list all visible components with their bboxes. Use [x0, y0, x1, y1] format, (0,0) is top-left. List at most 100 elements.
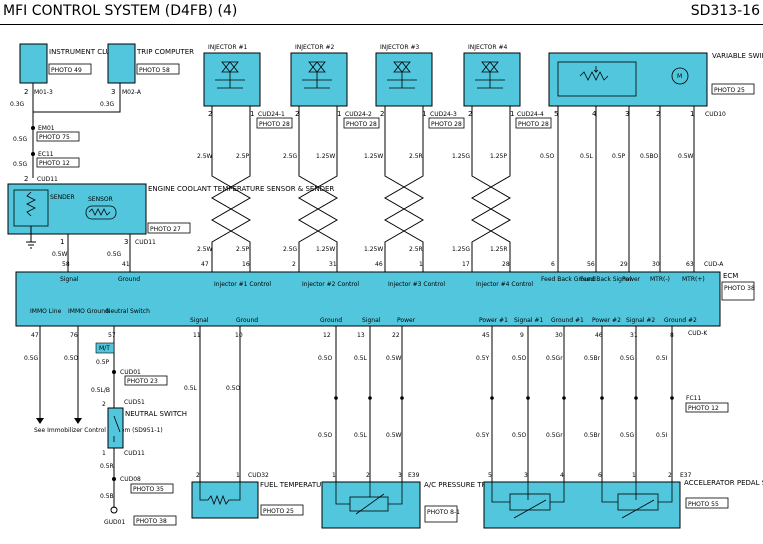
svg-text:1.25W: 1.25W [316, 246, 335, 253]
svg-text:2: 2 [292, 261, 296, 268]
trip-computer-photo-box [136, 63, 180, 75]
swirl-conn: CUD10 [705, 111, 726, 118]
svg-text:6: 6 [551, 261, 555, 268]
svg-text:1.25G: 1.25G [452, 153, 470, 160]
trip-wire [33, 83, 121, 113]
swirl-wires [557, 106, 695, 272]
svg-text:1.25R: 1.25R [490, 246, 508, 253]
ect-conn-bot: CUD11 [135, 239, 156, 246]
fuel-temp-label: FUEL TEMPERATURE SENSOR [260, 481, 362, 489]
instrument-cluster-label: INSTRUMENT CLUSTER [49, 48, 129, 56]
svg-text:1.25W: 1.25W [364, 246, 383, 253]
svg-text:PHOTO 28: PHOTO 28 [431, 121, 462, 128]
swirl-motor-glyph: M [677, 73, 682, 80]
cud01-photo-box [124, 375, 168, 386]
em01-name: EM01 [38, 125, 55, 132]
ecm-top-labels: Signal Ground Injector #1 Control Inject… [60, 276, 705, 288]
wire-ac-0-a: 0.5O [318, 355, 333, 362]
svg-text:Feed Back Signal: Feed Back Signal [580, 276, 631, 283]
svg-text:47: 47 [31, 332, 39, 339]
svg-text:CUD24-4: CUD24-4 [517, 111, 544, 118]
accel-internal-leads [491, 482, 673, 494]
wire-swirl-1: 0.5L [580, 153, 594, 160]
svg-text:1: 1 [419, 261, 423, 268]
svg-text:Power: Power [622, 276, 641, 283]
svg-text:PHOTO 28: PHOTO 28 [346, 121, 377, 128]
ecm-bottom-pins: 47 76 57 11 10 12 13 22 45 9 30 46 31 8 [31, 332, 674, 339]
ect-pin-r: 3 [124, 238, 128, 246]
svg-text:17: 17 [462, 261, 470, 268]
ec11-junction [31, 152, 35, 156]
svg-text:2.5W: 2.5W [197, 246, 213, 253]
wire-neutral-3: 0.5B [100, 493, 114, 500]
wire-cluster-3: 0.5G [13, 136, 28, 143]
wire-swirl-0: 0.5O [540, 153, 555, 160]
svg-text:MTR(+): MTR(+) [682, 276, 705, 283]
svg-text:1: 1 [510, 110, 514, 118]
swirl-motor-icon [671, 67, 689, 85]
cud08-junction [112, 477, 116, 481]
svg-text:2.5P: 2.5P [236, 153, 250, 160]
wire-swirl-3: 0.5BO [640, 153, 659, 160]
svg-text:2.5W: 2.5W [197, 153, 213, 160]
ac-wires [335, 326, 403, 482]
injector-wires [211, 106, 511, 272]
svg-text:Ground #2: Ground #2 [664, 317, 697, 324]
wire-accel-3-b: 0.5Br [584, 432, 601, 439]
svg-text:Injector #4 Control: Injector #4 Control [476, 281, 533, 288]
svg-text:31: 31 [630, 332, 638, 339]
ecm-conn-top: CUD-A [704, 261, 724, 268]
svg-text:57: 57 [108, 332, 116, 339]
immo-wires [39, 326, 79, 418]
sensor-thermistor-frame [85, 205, 117, 220]
svg-text:30: 30 [555, 332, 563, 339]
svg-text:CUD24-1: CUD24-1 [258, 111, 285, 118]
svg-text:41: 41 [122, 261, 130, 268]
trip-computer-pin: 3 [111, 88, 115, 96]
ect-photo-box [147, 222, 191, 234]
trip-computer-conn: M02-A [122, 89, 142, 96]
svg-text:Injector #3 Control: Injector #3 Control [388, 281, 445, 288]
ground-gud01-icon [110, 506, 118, 514]
wire-ac-0-b: 0.5O [318, 432, 333, 439]
wire-accel-2-a: 0.5Gr [546, 355, 563, 362]
accel-pin-3: 6 [598, 472, 602, 479]
injector-wire-labels-bottom: 2.5W 2.5P 2.5G 1.25W 1.25W 2.5R 1.25G 1.… [197, 246, 508, 253]
ac-conn: E39 [408, 472, 420, 479]
wire-ac-1-b: 0.5L [354, 432, 368, 439]
ecm-photo-box [721, 281, 755, 301]
fuel-temp-resistor-icon [199, 482, 241, 506]
svg-text:9: 9 [520, 332, 524, 339]
ecm-photo: PHOTO 38 [724, 285, 755, 292]
cud01-junction [112, 370, 116, 374]
fuel-pin-1: 1 [236, 472, 240, 479]
svg-text:46: 46 [375, 261, 383, 268]
gud01-name: GUD01 [104, 519, 125, 526]
svg-text:Signal #1: Signal #1 [514, 317, 543, 324]
accel-internal-wires [491, 494, 673, 519]
wire-swirl-2: 0.5P [612, 153, 626, 160]
svg-text:Signal: Signal [60, 276, 79, 283]
ac-pin-2: 3 [398, 472, 402, 479]
wire-cluster-4: 0.5G [13, 161, 28, 168]
svg-text:2.5P: 2.5P [236, 246, 250, 253]
instrument-cluster-photo-box [48, 63, 92, 75]
injector-4: INJECTOR #4 2 1 CUD24-4 PHOTO 28 [463, 44, 552, 129]
injector-3: INJECTOR #3 2 1 CUD24-3 PHOTO 28 [375, 44, 465, 129]
neutral-switch-box [107, 407, 124, 449]
svg-text:1.25W: 1.25W [364, 153, 383, 160]
accel-pin-5: 2 [668, 472, 672, 479]
wire-ect-2: 0.5G [107, 251, 122, 258]
wire-ect-1: 0.5W [52, 251, 68, 258]
accel-pin-4: 1 [632, 472, 636, 479]
svg-text:1: 1 [250, 110, 254, 118]
injector-1: INJECTOR #1 2 1 CUD24-1 PHOTO 28 [203, 44, 293, 129]
neutral-pin-bot: 1 [102, 450, 106, 457]
fc11-photo-box [685, 402, 729, 413]
swirl-photo-box [711, 83, 755, 95]
svg-text:11: 11 [193, 332, 201, 339]
svg-text:2.5G: 2.5G [283, 153, 298, 160]
fuel-temp-wires [199, 326, 241, 482]
svg-text:56: 56 [587, 261, 595, 268]
accel-pin-2: 4 [560, 472, 564, 479]
